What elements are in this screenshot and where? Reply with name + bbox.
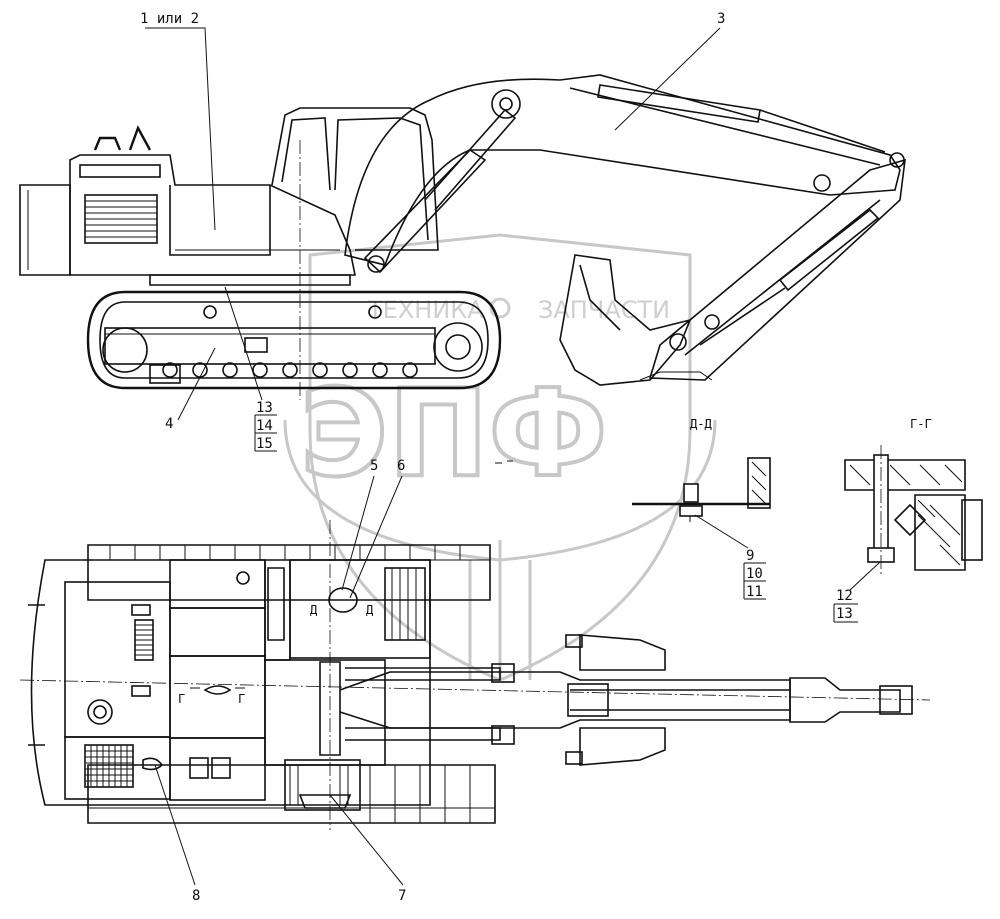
section-d-d: Д-Д bbox=[632, 417, 771, 522]
callout-8: 8 bbox=[192, 888, 200, 904]
plan-view: Г Г Д Д bbox=[19, 520, 931, 830]
side-view bbox=[19, 74, 906, 400]
bucket bbox=[559, 254, 720, 386]
callout-3: 3 bbox=[717, 11, 725, 27]
callout-13-top: 13 bbox=[256, 400, 273, 416]
callout-13-bottom: 13 bbox=[836, 606, 853, 622]
callout-9: 9 bbox=[746, 548, 754, 564]
section-mark-d-left: Д bbox=[310, 603, 318, 617]
callout-4: 4 bbox=[165, 416, 173, 432]
crawler-track-side bbox=[86, 290, 502, 390]
crawler-track-top-lower bbox=[87, 764, 496, 824]
callout-5: 5 bbox=[370, 458, 378, 474]
counterweight-grille bbox=[84, 744, 134, 788]
callout-6: 6 bbox=[397, 458, 405, 474]
watermark-right-text: ЗАПЧАСТИ bbox=[538, 296, 670, 324]
boom-cylinder bbox=[363, 108, 517, 274]
section-g-g-title: Г-Г bbox=[910, 417, 932, 431]
track-rollers bbox=[162, 305, 418, 378]
cab bbox=[271, 107, 439, 251]
watermark: ТЕХНИКА ЗАПЧАСТИ ЭПФ bbox=[283, 233, 717, 682]
callout-10: 10 bbox=[746, 566, 763, 582]
watermark-left-text: ТЕХНИКА bbox=[367, 296, 484, 324]
section-g-g: Г-Г bbox=[844, 417, 983, 575]
callout-15: 15 bbox=[256, 436, 273, 452]
section-d-d-title: Д-Д bbox=[690, 417, 712, 431]
callouts: 1 или 2 3 4 13 14 15 5 6 7 8 9 10 11 12 … bbox=[140, 11, 881, 904]
callout-11: 11 bbox=[746, 584, 763, 600]
section-mark-g-left: Г bbox=[178, 692, 185, 706]
fuel-cap-icon bbox=[87, 699, 113, 725]
callout-14: 14 bbox=[256, 418, 273, 434]
gear-icon bbox=[489, 297, 511, 319]
callout-1-or-2: 1 или 2 bbox=[140, 11, 199, 27]
watermark-big-text: ЭПФ bbox=[300, 365, 608, 504]
section-mark-d-right: Д bbox=[366, 603, 374, 617]
callout-7: 7 bbox=[398, 888, 406, 904]
section-mark-g-right: Г bbox=[238, 692, 245, 706]
radiator-grid bbox=[134, 619, 154, 661]
callout-12: 12 bbox=[836, 588, 853, 604]
engine-grille bbox=[84, 194, 158, 244]
